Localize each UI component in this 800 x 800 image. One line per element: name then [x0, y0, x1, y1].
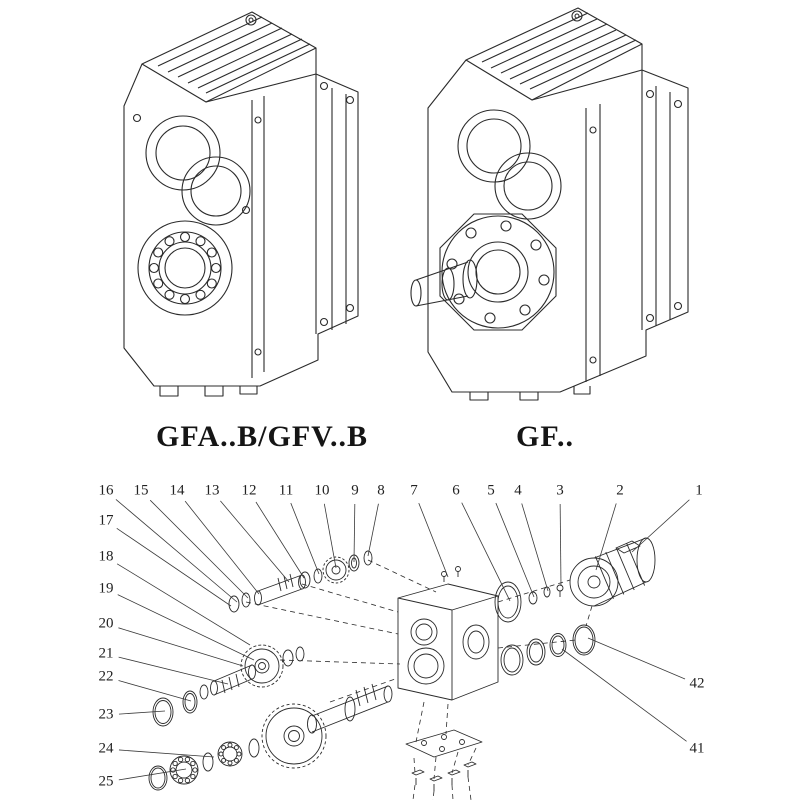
part-number-22: 22 [98, 668, 114, 685]
part-number-14: 14 [169, 482, 185, 499]
part-number-23: 23 [98, 706, 114, 723]
part-number-25: 25 [98, 773, 114, 790]
intermediate-gear-parts [152, 644, 305, 727]
part-number-7: 7 [410, 482, 418, 499]
right-gearbox-drawing [410, 7, 689, 401]
part-number-3: 3 [556, 482, 564, 499]
part-number-8: 8 [377, 482, 385, 499]
shim-rings [500, 624, 596, 676]
part-number-11: 11 [278, 482, 294, 499]
part-number-12: 12 [241, 482, 257, 499]
part-number-18: 18 [98, 548, 114, 565]
part-number-17: 17 [98, 512, 114, 529]
part-number-19: 19 [98, 580, 114, 597]
part-number-21: 21 [98, 645, 114, 662]
part-number-41: 41 [689, 740, 705, 757]
part-number-10: 10 [314, 482, 330, 499]
input-shaft-parts [228, 550, 373, 613]
part-number-2: 2 [616, 482, 624, 499]
part-number-24: 24 [98, 740, 114, 757]
input-side-parts [494, 581, 564, 623]
housing [397, 566, 499, 701]
cover-plate-and-bolts [405, 729, 483, 791]
output-gear-parts [148, 683, 393, 791]
left-gearbox-drawing [123, 11, 359, 397]
callout-leader-lines [115, 499, 690, 781]
part-number-13: 13 [204, 482, 220, 499]
motor [569, 537, 656, 607]
left-model-label: GFA..B/GFV..B [156, 420, 368, 453]
assembly-axis-lines [245, 559, 593, 800]
part-number-16: 16 [98, 482, 114, 499]
part-number-5: 5 [487, 482, 495, 499]
part-number-42: 42 [689, 675, 705, 692]
part-number-1: 1 [695, 482, 703, 499]
right-model-label: GF.. [516, 420, 574, 453]
part-number-15: 15 [133, 482, 149, 499]
part-number-20: 20 [98, 615, 114, 632]
exploded-view-drawing [115, 499, 690, 800]
part-number-6: 6 [452, 482, 460, 499]
part-number-4: 4 [514, 482, 522, 499]
part-number-9: 9 [351, 482, 359, 499]
